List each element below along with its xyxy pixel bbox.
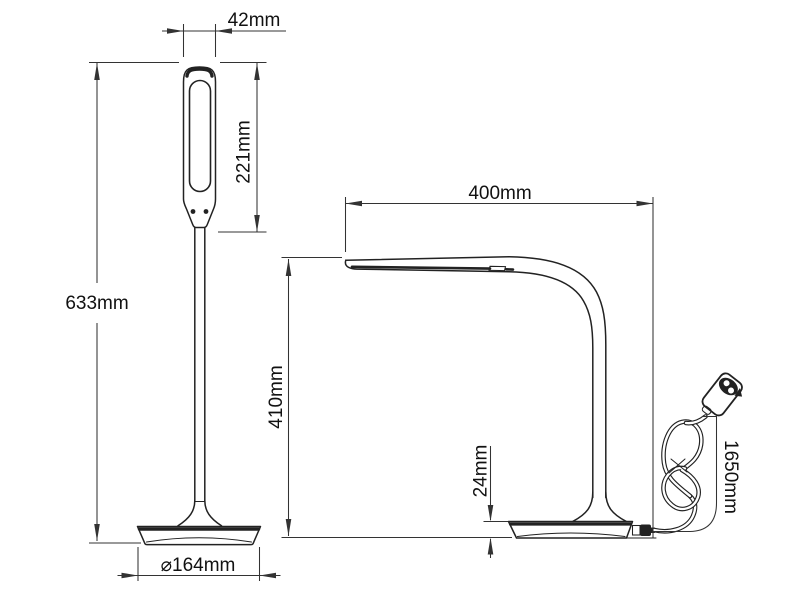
side-arm-outer [508, 256, 607, 499]
front-neck-flare-left [177, 499, 196, 527]
arrowhead [285, 259, 292, 276]
dim-base-thickness: 24mm [471, 445, 508, 558]
adapter-body [701, 372, 743, 417]
dim-cable-length: 1650mm [654, 415, 741, 533]
dim-base-diameter: ⌀164mm [117, 547, 281, 581]
side-arm-flare-right [605, 491, 627, 523]
dim-lamp-height: 410mm [266, 256, 512, 539]
dim-head-length: 221mm [218, 61, 267, 233]
front-head-top-cap [185, 67, 214, 78]
arrowhead [167, 28, 184, 34]
dim-bracket-line [654, 415, 718, 533]
side-arm-inner [508, 271, 594, 499]
adapter-pin-right [726, 386, 736, 395]
dc-plug-barrel [640, 524, 651, 536]
arrowhead [94, 524, 100, 541]
front-head-light-panel [188, 79, 212, 193]
side-lamp-arm [508, 256, 627, 523]
cable-tie-mark-2 [670, 458, 688, 473]
front-base-outline [136, 525, 262, 546]
arrowhead [259, 572, 276, 579]
adapter-strain-relief [701, 405, 712, 415]
cable-segment-to-adapter-core [684, 415, 707, 425]
dim-label-base-thickness: 24mm [471, 445, 492, 498]
side-view [344, 256, 743, 539]
front-head-button-left [190, 209, 196, 214]
power-adapter [701, 372, 743, 417]
arrowhead [487, 537, 494, 555]
arrowhead [254, 215, 260, 232]
front-lamp-base [136, 525, 262, 546]
side-lamp-head [344, 256, 515, 273]
side-arm-flare-left [572, 491, 594, 523]
dim-head-width: 42mm [162, 10, 286, 57]
dim-head-reach: 400mm [344, 183, 654, 539]
front-view [136, 66, 262, 546]
arrowhead [285, 519, 292, 536]
side-head-notch [488, 265, 507, 272]
dim-label-head-reach: 400mm [468, 183, 531, 204]
dim-label-lamp-height: 410mm [266, 365, 287, 428]
side-lamp-base [507, 520, 657, 539]
adapter-pin-left [722, 379, 731, 388]
arrowhead [636, 200, 653, 207]
cable-tie-mark-1 [668, 458, 686, 474]
cable-loop-lower-core [662, 466, 700, 511]
side-head-top-edge [345, 256, 510, 261]
dimensions: 42mm 221mm 633mm ⌀164m [65, 10, 741, 581]
arrowhead [254, 63, 260, 80]
front-neck-flare-right [204, 499, 223, 527]
dim-label-head-length: 221mm [234, 120, 255, 183]
arrowhead [487, 505, 494, 522]
dim-label-total-height: 633mm [65, 293, 128, 314]
side-base-inner-arc [516, 532, 626, 538]
front-head-button-right [203, 209, 209, 214]
adapter-pin-prong [734, 387, 743, 397]
dim-label-base-diameter: ⌀164mm [161, 555, 236, 576]
dim-label-cable-length: 1650mm [720, 440, 741, 514]
arrowhead [345, 200, 362, 207]
arrowhead [121, 572, 138, 579]
arrowhead [215, 28, 232, 34]
front-head-outline [182, 66, 217, 229]
power-cable [651, 414, 708, 534]
arrowhead [94, 63, 100, 80]
front-lamp-neck [177, 226, 223, 527]
side-head-led-band [350, 265, 492, 270]
cable-segment-from-base [651, 493, 698, 534]
dim-total-height: 633mm [65, 61, 179, 544]
front-base-inner-arc [145, 537, 253, 543]
dim-label-head-width: 42mm [228, 10, 281, 31]
front-lamp-head [182, 66, 217, 229]
side-head-tip-and-bottom [344, 259, 510, 273]
dc-plug-body [631, 524, 641, 536]
cable-segment-from-base-core [652, 494, 697, 533]
